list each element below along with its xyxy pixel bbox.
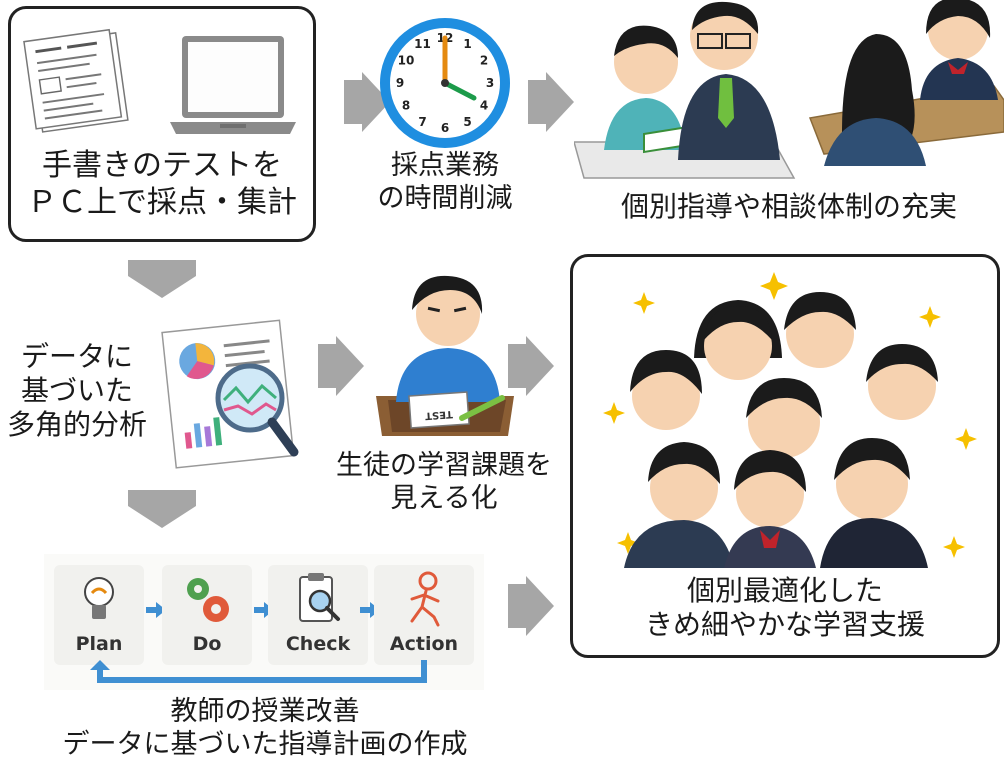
clock-numeral: 10: [398, 54, 415, 68]
data-report-magnifier-icon: [161, 319, 299, 469]
clock-numeral: 8: [402, 99, 410, 113]
clock-numeral: 2: [480, 54, 488, 68]
flow-arrow-5: [508, 576, 554, 636]
flow-arrow-4: [508, 336, 554, 396]
student-caption-line1: 生徒の学習課題を: [336, 450, 552, 481]
clock-icon: 121234567891011: [380, 18, 510, 148]
pdca-card-check: Check: [268, 565, 368, 665]
handwritten-test-text: 手書きのテストを ＰＣ上で採点・集計: [8, 148, 316, 221]
pdca-arrow-1: [146, 602, 166, 618]
test-papers-icon: [23, 28, 129, 133]
student-caption-line2: 見える化: [390, 482, 498, 514]
analysis-caption-line3: 多角的分析: [6, 408, 147, 442]
lightbulb-icon: [84, 577, 114, 619]
flow-arrow-2: [528, 72, 574, 132]
flow-arrow-3: [318, 336, 364, 396]
cheering-students-illustration: [603, 272, 977, 568]
clock-numeral: 1: [463, 37, 471, 51]
clock-numeral: 3: [486, 76, 494, 90]
clock-caption: 採点業務 の時間削減: [372, 150, 518, 216]
pdca-card-plan: Plan: [54, 565, 144, 665]
goal-caption-line2: きめ細やかな学習支援: [644, 608, 925, 642]
pdca-plan-label: Plan: [75, 633, 123, 655]
flow-arrow-down-1: [128, 260, 196, 298]
laptop-icon: [170, 36, 296, 134]
pdca-return-arrow: [90, 660, 427, 683]
pdca-action-label: Action: [389, 633, 459, 655]
teacher-caption: 教師の授業改善 データに基づいた指導計画の作成: [30, 696, 500, 762]
student-test-illustration: TEST: [376, 275, 514, 436]
clock-numeral: 9: [396, 76, 404, 90]
teacher-caption-line2: データに基づいた指導計画の作成: [62, 728, 468, 760]
teacher-guidance-illustration: [574, 0, 1004, 179]
goal-caption: 個別最適化した きめ細やかな学習支援: [570, 574, 1000, 642]
analysis-caption: データに 基づいた 多角的分析: [2, 340, 152, 442]
clock-caption-line1: 採点業務: [391, 150, 499, 181]
handwritten-test-line2: ＰＣ上で採点・集計: [27, 184, 297, 220]
clock-numeral: 11: [414, 37, 431, 51]
clipboard-magnifier-icon: [299, 573, 340, 622]
clock-numeral: 5: [463, 115, 471, 129]
pdca-card-action: Action: [374, 565, 474, 665]
clock-numeral: 4: [480, 99, 488, 113]
analysis-caption-line1: データに: [20, 340, 133, 373]
handwritten-test-line1: 手書きのテストを: [42, 148, 282, 183]
analysis-caption-line2: 基づいた: [20, 374, 133, 408]
guidance-caption: 個別指導や相談体制の充実: [620, 190, 957, 223]
goal-caption-line1: 個別最適化した: [686, 574, 883, 607]
clock-caption-line2: の時間削減: [377, 182, 513, 214]
clock-numeral: 7: [418, 115, 426, 129]
running-person-icon: [410, 571, 440, 627]
pdca-check-label: Check: [285, 633, 351, 655]
student-caption: 生徒の学習課題を 見える化: [324, 450, 564, 516]
flow-arrow-down-2: [128, 490, 196, 528]
pdca-do-label: Do: [192, 633, 222, 655]
gears-icon: [187, 578, 229, 622]
test-sheet-label: TEST: [425, 408, 454, 421]
teacher-caption-line1: 教師の授業改善: [170, 696, 360, 727]
pdca-card-do: Do: [162, 565, 252, 665]
clock-numeral: 6: [441, 121, 449, 135]
